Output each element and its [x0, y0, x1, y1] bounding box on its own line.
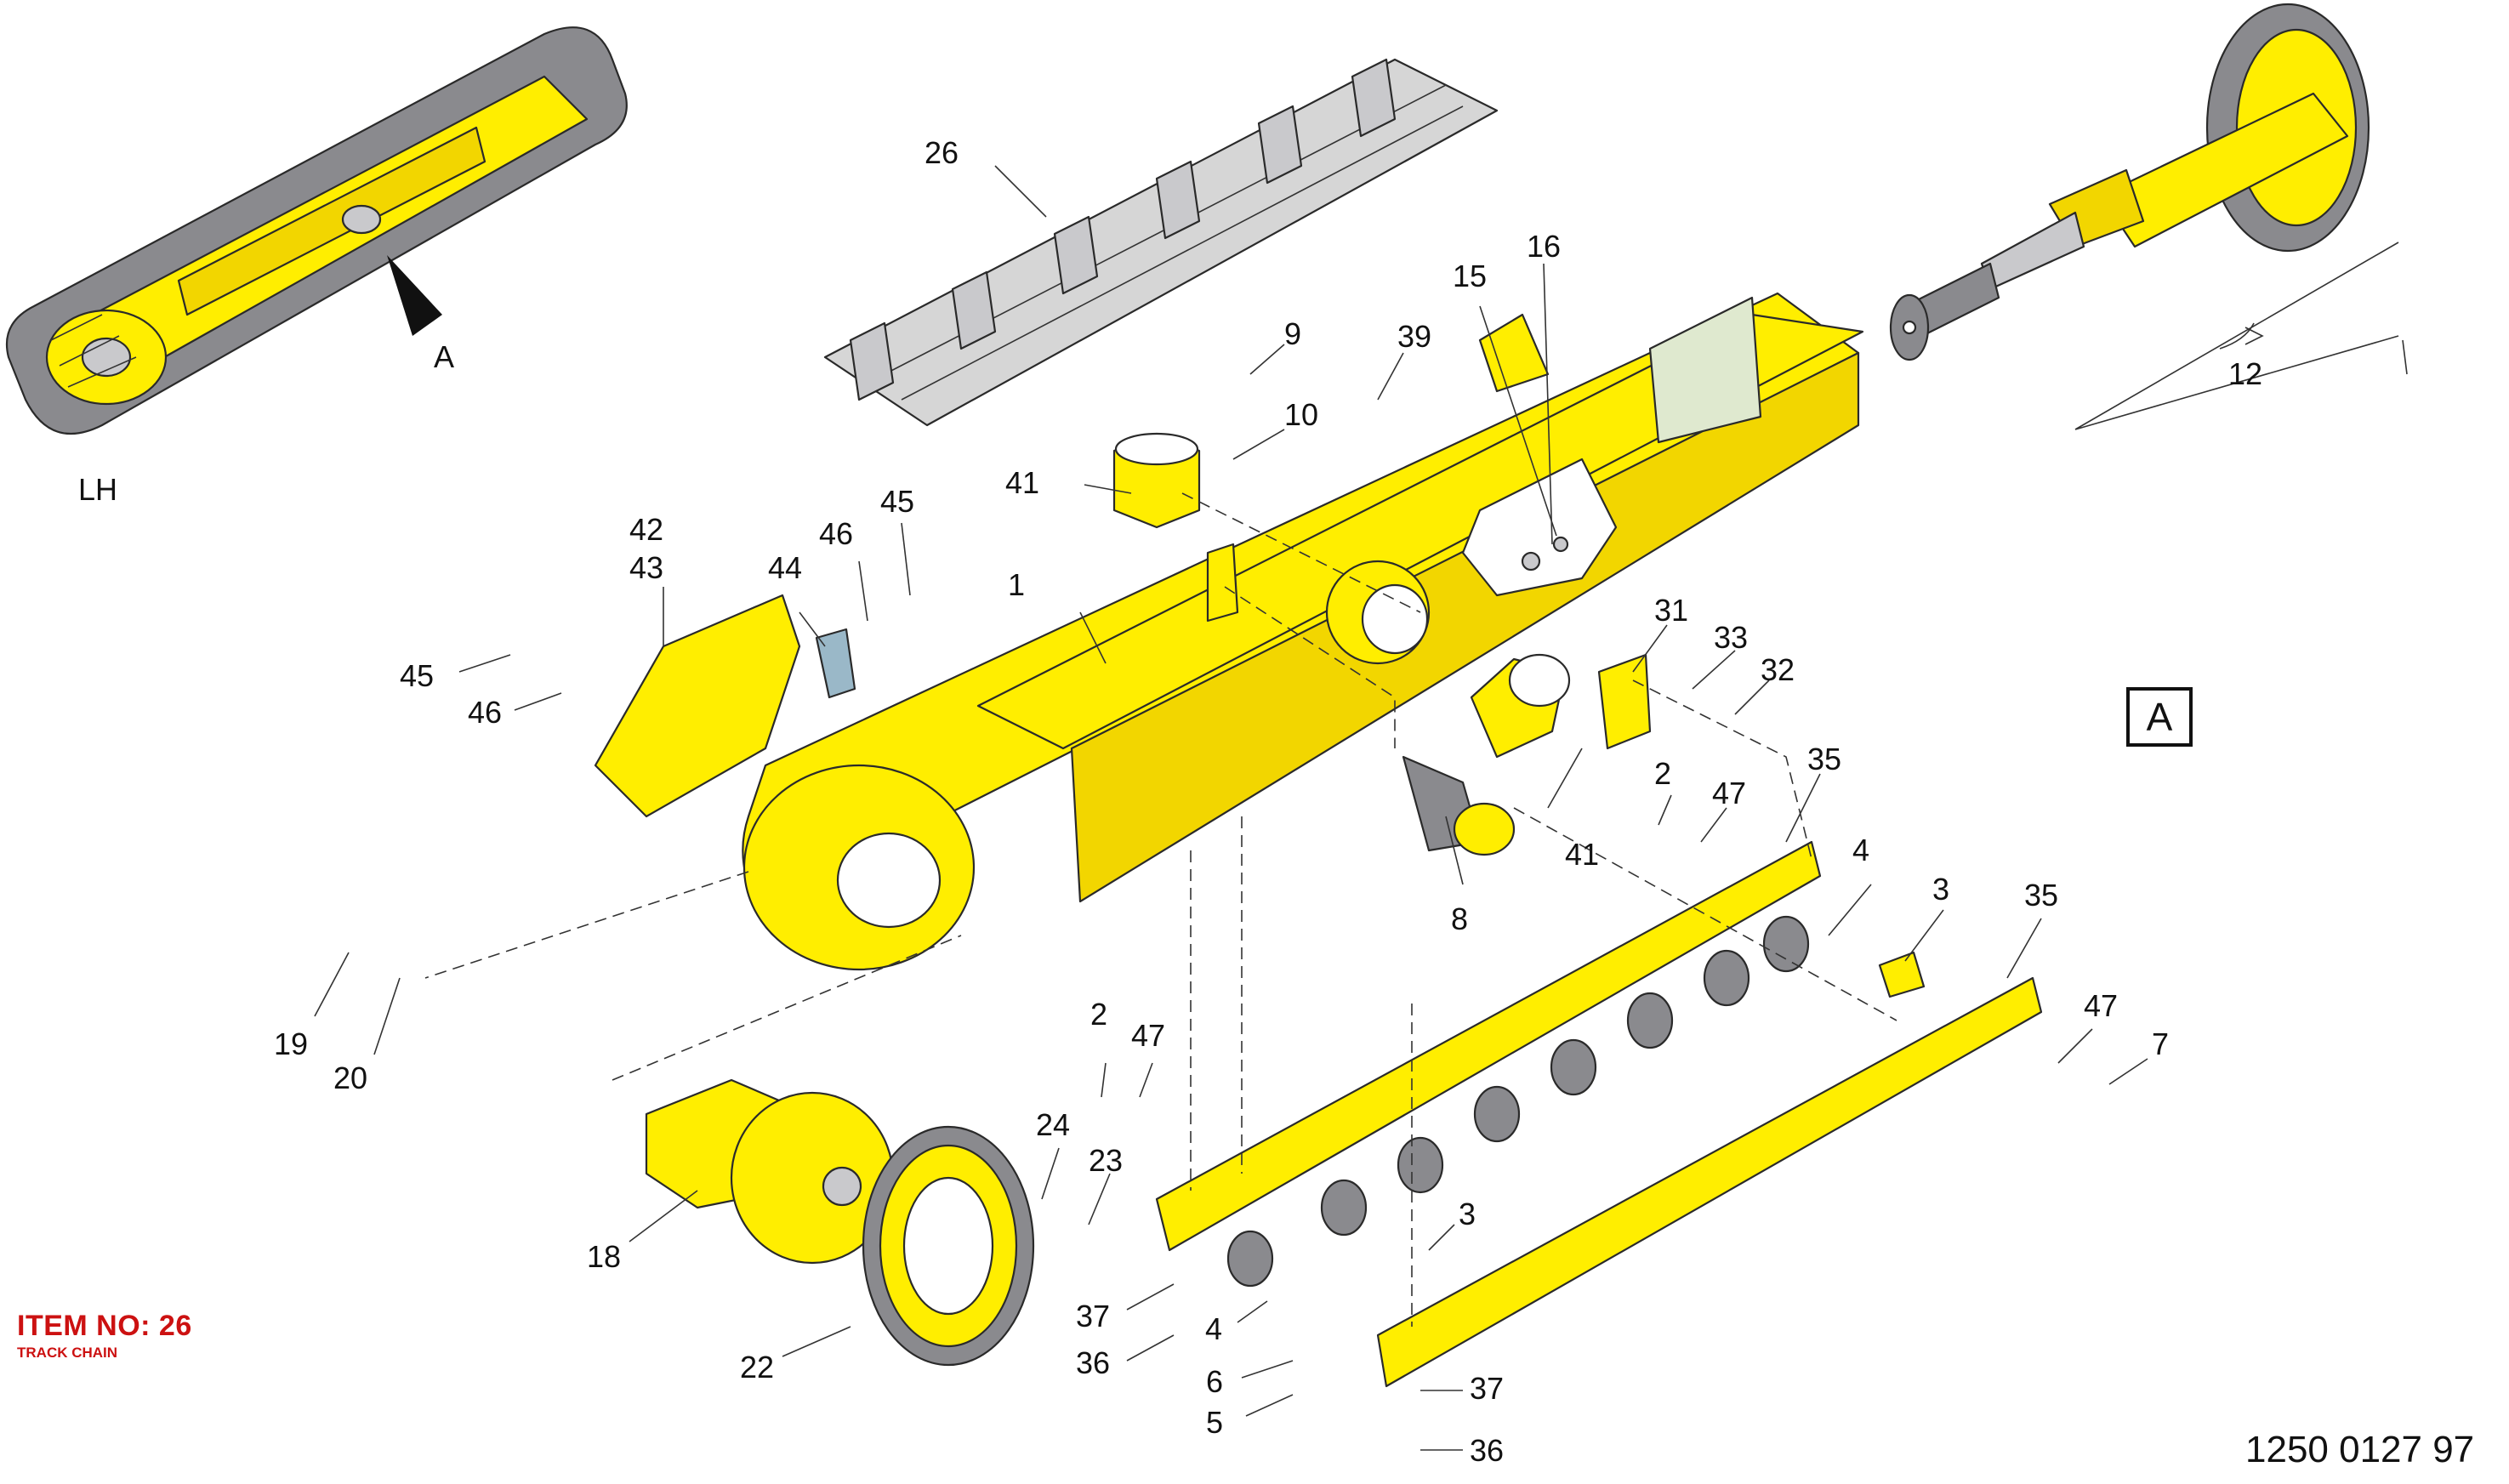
callout-leader-lines	[314, 165, 2408, 1451]
callout-20: 20	[333, 1060, 367, 1095]
callout-47-right: 47	[2084, 988, 2118, 1023]
callout-43: 43	[629, 550, 663, 585]
callout-32: 32	[1761, 652, 1795, 687]
callout-4-lower: 4	[1205, 1311, 1222, 1346]
track-frame-part-1	[742, 292, 1864, 971]
plate-part-31	[1597, 653, 1652, 750]
callout-41-lower: 41	[1565, 837, 1599, 872]
callout-42: 42	[629, 512, 663, 547]
callout-36-left: 36	[1076, 1345, 1110, 1380]
callout-24: 24	[1036, 1107, 1070, 1142]
callout-41-upper: 41	[1005, 465, 1039, 500]
callout-31: 31	[1654, 593, 1688, 628]
callout-5: 5	[1206, 1405, 1223, 1440]
overview-side-label: LH	[78, 472, 117, 507]
callout-2-lower: 2	[1090, 997, 1107, 1032]
callout-6: 6	[1206, 1364, 1223, 1399]
callout-3-lower: 3	[1459, 1197, 1476, 1231]
item-label: ITEM NO: 26 TRACK CHAIN	[17, 1310, 192, 1362]
item-name-label: TRACK CHAIN	[17, 1345, 118, 1361]
sprocket-part-22	[862, 1125, 1035, 1367]
callout-46-left: 46	[468, 695, 502, 730]
view-a-marker: A	[2126, 687, 2193, 747]
callout-15: 15	[1453, 259, 1487, 293]
bushing-part-41-upper	[1112, 432, 1201, 529]
track-guard-part-35-lower	[1376, 976, 2043, 1388]
callout-46-upper: 46	[819, 516, 853, 551]
callout-16: 16	[1527, 229, 1561, 264]
clip-part-44	[815, 628, 856, 699]
callout-10: 10	[1284, 397, 1318, 432]
callout-47-lower: 47	[1131, 1018, 1165, 1053]
callout-22: 22	[740, 1350, 774, 1384]
spacer-part-3	[1878, 951, 1926, 998]
callout-36-right: 36	[1470, 1433, 1504, 1468]
drawing-number: 1250 0127 97	[2245, 1429, 2475, 1470]
bushing-part-41-lower	[1470, 653, 1571, 759]
callout-12: 12	[2228, 356, 2262, 391]
track-chain-part-26	[823, 58, 1499, 427]
track-rollers-part-4	[1226, 915, 1810, 1288]
callout-23: 23	[1089, 1143, 1123, 1178]
assembly-centre-lines	[424, 492, 1897, 1327]
callout-45-left: 45	[400, 658, 434, 693]
callout-8: 8	[1451, 901, 1468, 936]
callout-2-upper: 2	[1654, 756, 1671, 791]
overview-arrow-label: A	[434, 339, 454, 374]
item-number-label: ITEM NO: 26	[17, 1310, 192, 1342]
track-guard-part-35-upper	[1155, 840, 1822, 1252]
callout-7: 7	[2152, 1026, 2169, 1061]
callout-26: 26	[925, 135, 959, 170]
callout-39: 39	[1397, 319, 1431, 354]
callout-9: 9	[1284, 316, 1301, 351]
callout-37-left: 37	[1076, 1299, 1110, 1333]
callout-37-right: 37	[1470, 1371, 1504, 1406]
callout-33: 33	[1714, 620, 1748, 655]
callout-18: 18	[587, 1239, 621, 1274]
callout-45-upper: 45	[880, 484, 914, 519]
view-a-arrow-icon	[387, 255, 442, 336]
carrier-roller-part-8	[1402, 755, 1516, 856]
final-drive-part-18	[645, 1078, 895, 1265]
guard-plate-part-42-43	[594, 594, 801, 818]
callout-44: 44	[768, 550, 802, 585]
overview-track-assembly	[5, 26, 628, 435]
callout-35-upper: 35	[1807, 742, 1841, 776]
callout-35-lower: 35	[2024, 878, 2058, 913]
callout-3-upper: 3	[1932, 872, 1949, 907]
callout-1: 1	[1008, 567, 1025, 602]
callout-4-upper: 4	[1852, 833, 1869, 867]
callout-47-upper: 47	[1712, 776, 1746, 810]
idler-recoil-assembly-part-12	[1889, 3, 2370, 361]
callout-19: 19	[274, 1026, 308, 1061]
